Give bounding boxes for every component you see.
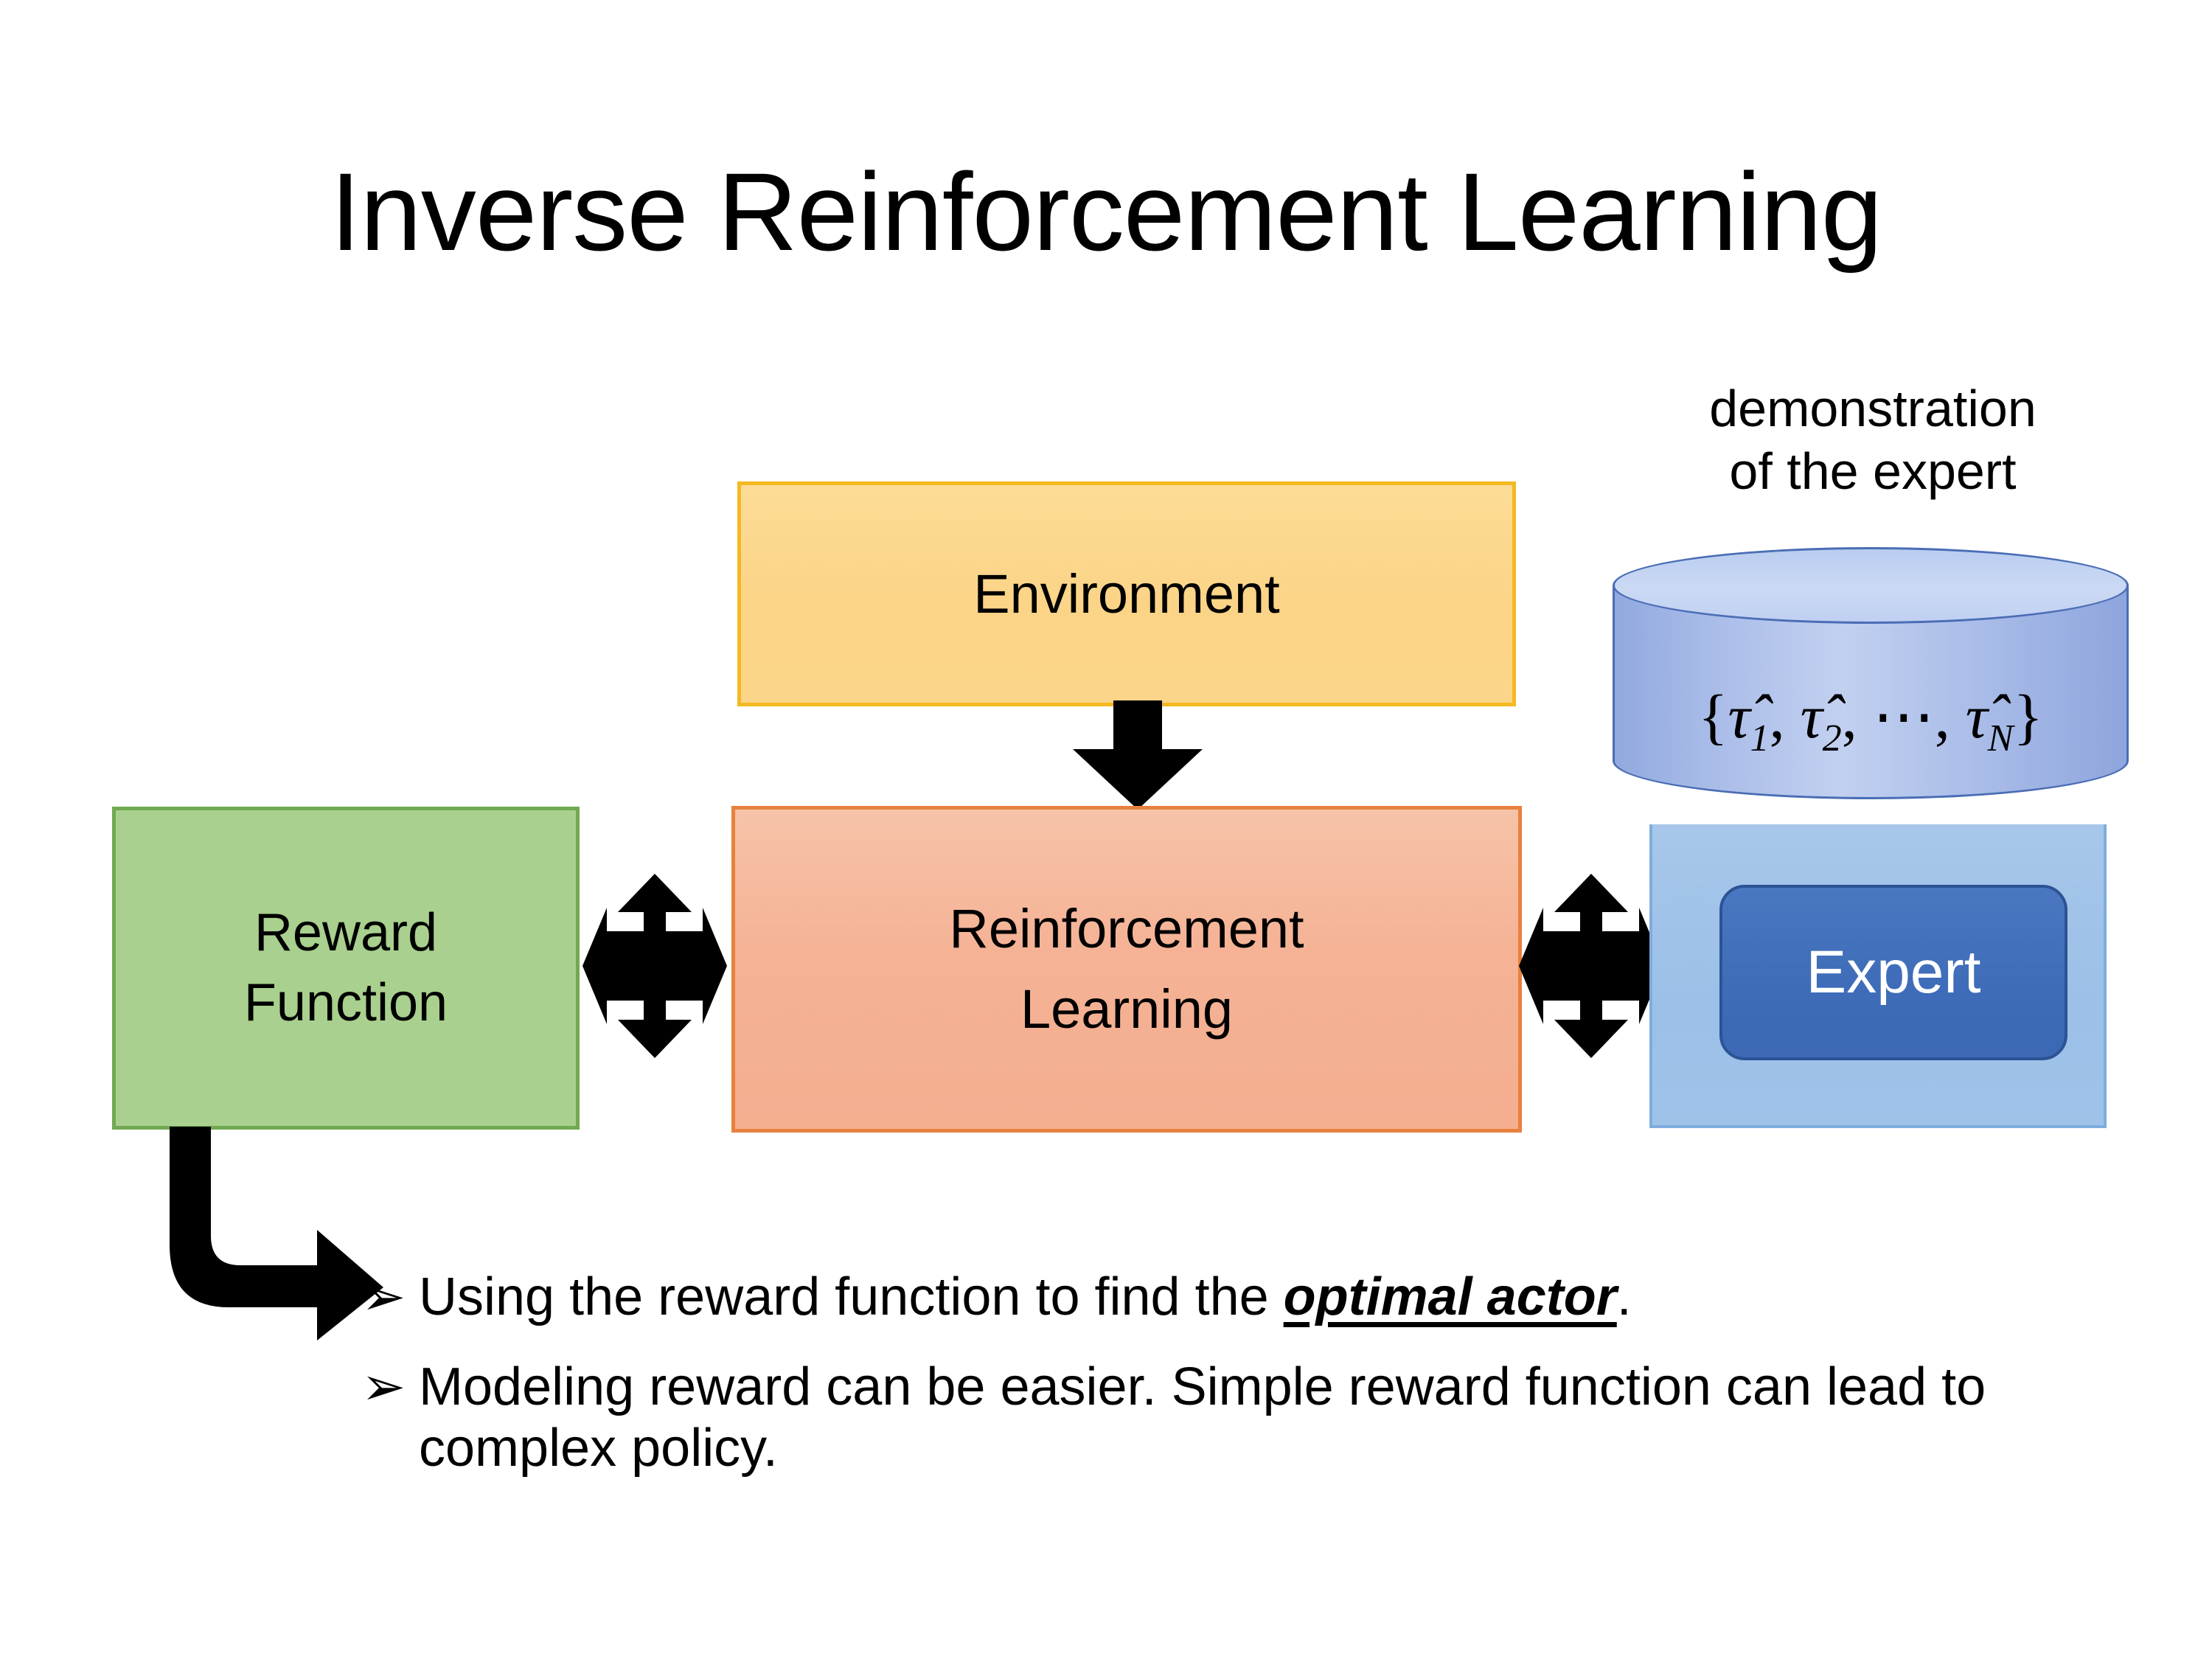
demonstration-caption-line2: of the expert [1729, 442, 2017, 501]
bullet-chevron-icon: ➢ [361, 1267, 406, 1326]
list-item: ➢ Using the reward function to find the … [361, 1267, 2131, 1329]
node-environment: Environment [737, 481, 1516, 706]
node-environment-label: Environment [973, 563, 1280, 625]
demonstration-caption: demonstration of the expert [1644, 378, 2101, 504]
bullet-text-1: Using the reward function to find the op… [419, 1267, 2131, 1329]
page-title: Inverse Reinforcement Learning [330, 150, 1883, 274]
bullet-list: ➢ Using the reward function to find the … [361, 1267, 2131, 1508]
cylinder-top-ellipse [1613, 547, 2129, 624]
bullet-1-prefix: Using the reward function to find the [419, 1267, 1284, 1326]
node-expert: Expert [1719, 885, 2067, 1060]
reward-to-bullet-arrow [170, 1127, 383, 1340]
formula-sub-2: 2 [1822, 717, 1842, 759]
environment-to-rl-arrow [1073, 700, 1203, 810]
formula-sub-1: 1 [1750, 717, 1770, 759]
node-reinforcement-learning-label: Reinforcement Learning [949, 889, 1304, 1048]
demonstration-cylinder: {τ̂1, τ̂2, ⋯, τ̂N} [1613, 547, 2129, 813]
node-expert-label: Expert [1806, 939, 1981, 1006]
formula-sub-n: N [1987, 717, 2014, 759]
bullet-text-2: Modeling reward can be easier. Simple re… [419, 1357, 2131, 1480]
rl-label-line1: Reinforcement [949, 898, 1304, 960]
list-item: ➢ Modeling reward can be easier. Simple … [361, 1357, 2131, 1480]
trajectory-set-formula: {τ̂1, τ̂2, ⋯, τ̂N} [1698, 683, 2043, 759]
node-reward-function-label: Reward Function [244, 898, 448, 1038]
bullet-chevron-icon: ➢ [361, 1357, 406, 1416]
rl-label-line2: Learning [1020, 978, 1233, 1040]
formula-brace-open: { [1698, 683, 1728, 751]
demonstration-caption-line1: demonstration [1709, 380, 2037, 437]
reward-label-line1: Reward [254, 902, 438, 962]
formula-tau-n: τ̂ [1965, 683, 1988, 751]
formula-tau-1: τ̂ [1728, 683, 1750, 751]
formula-tau-2: τ̂ [1800, 683, 1823, 751]
bullet-2-prefix: Modeling reward can be easier. Simple re… [419, 1357, 1986, 1478]
node-reinforcement-learning: Reinforcement Learning [731, 806, 1522, 1133]
formula-brace-close: } [2013, 683, 2043, 751]
formula-ellipsis: ⋯ [1872, 683, 1935, 751]
bullet-1-emphasis: optimal actor [1283, 1267, 1617, 1326]
rl-expert-link-arrow [1519, 874, 1663, 1058]
reward-label-line2: Function [243, 973, 448, 1032]
bullet-1-suffix: . [1616, 1267, 1632, 1326]
reward-rl-link-arrow [582, 874, 727, 1058]
node-reward-function: Reward Function [112, 807, 580, 1130]
